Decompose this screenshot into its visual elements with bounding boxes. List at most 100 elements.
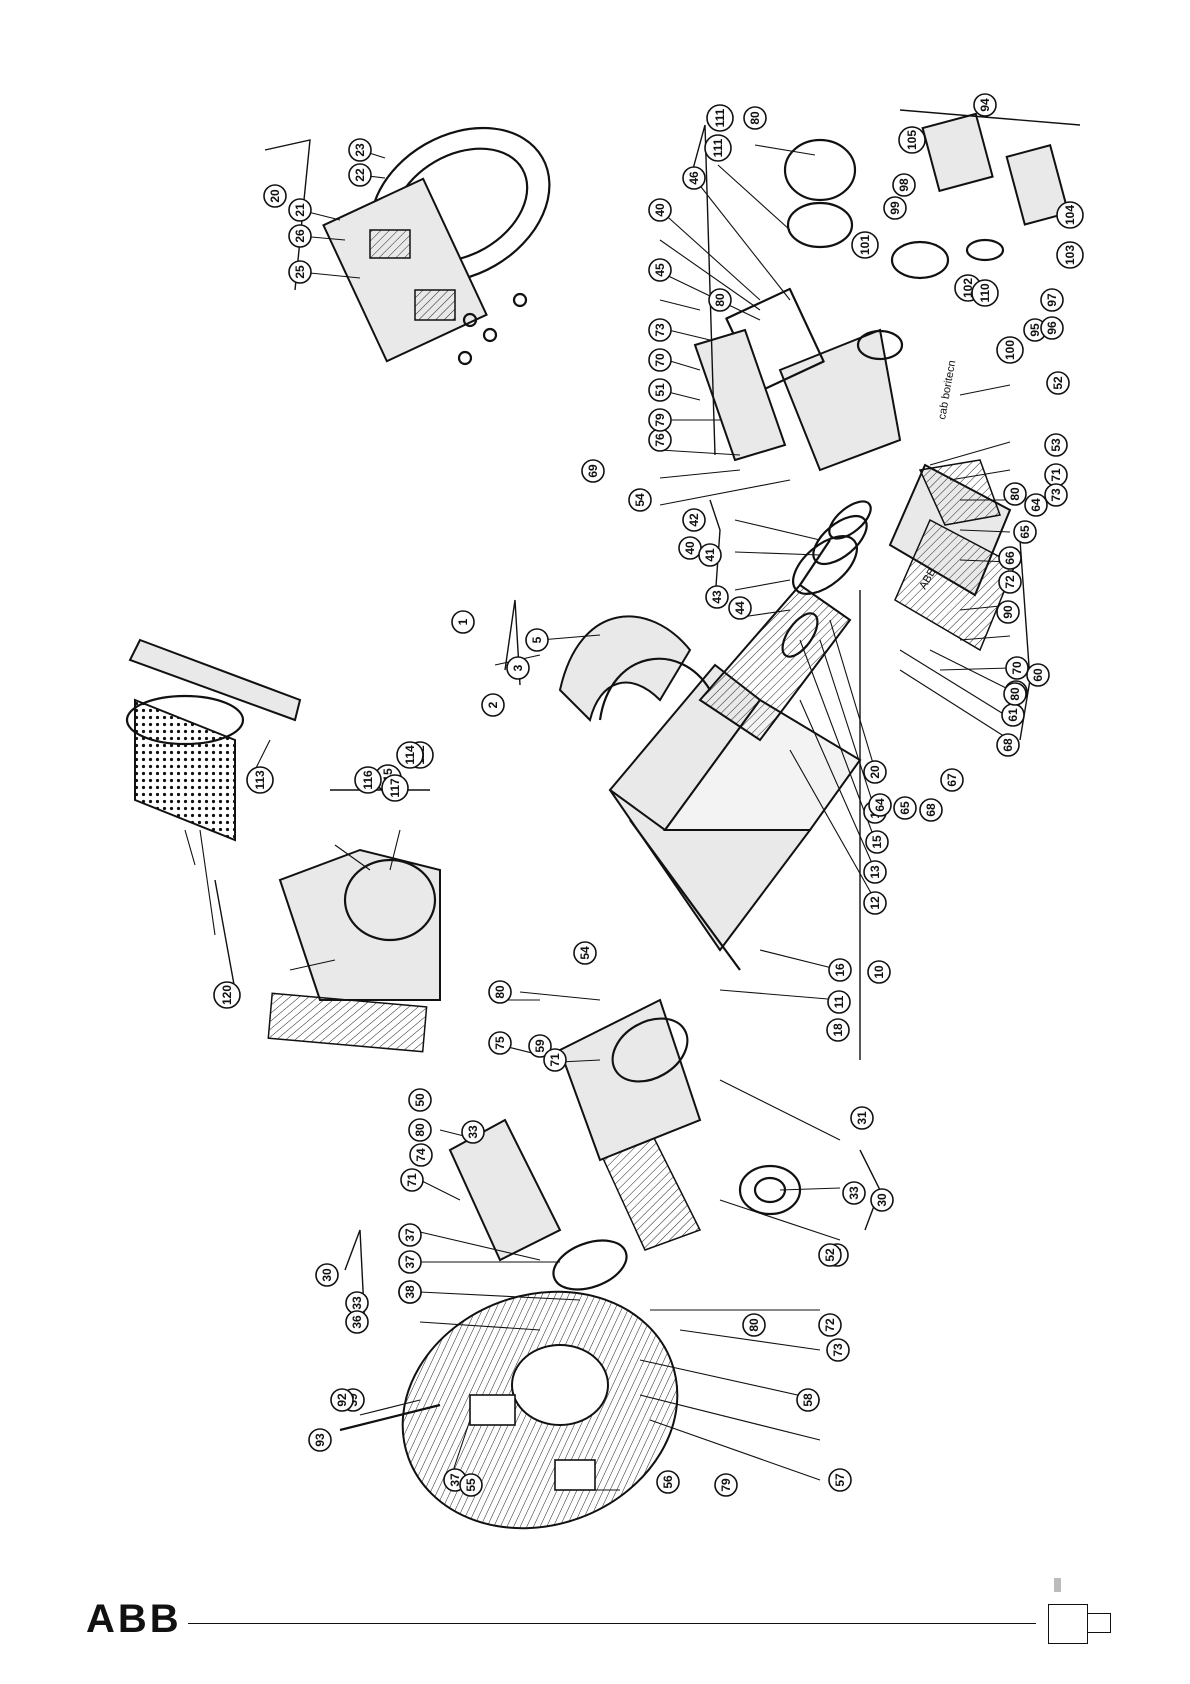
callout-number: 59: [533, 1039, 547, 1053]
callout-number: 23: [353, 143, 367, 157]
callout-circle: [796, 1388, 820, 1412]
callout-circle: [1003, 682, 1027, 706]
callout-circle: [543, 1048, 567, 1072]
callout-circle: [940, 768, 964, 792]
callout-number: 80: [413, 1123, 427, 1137]
callout-circle: [398, 1223, 422, 1247]
callout-number: 68: [1001, 738, 1015, 752]
callout-100: 100: [996, 336, 1024, 364]
callout-circle: [1024, 493, 1048, 517]
callout-circle: [400, 1168, 424, 1192]
callout-120: 120: [213, 981, 241, 1009]
callout-number: 20: [868, 765, 882, 779]
callout-number: 75: [493, 1036, 507, 1050]
callout-117: 117: [381, 774, 409, 802]
callout-52: 52: [1046, 371, 1070, 395]
callout-circle: [842, 1181, 866, 1205]
callout-number: 2: [486, 701, 500, 708]
callout-circle: [581, 459, 605, 483]
callout-number: 116: [361, 770, 375, 790]
callout-number: 3: [511, 664, 525, 671]
footer-rule: [188, 1623, 1036, 1624]
callout-circle: [308, 1428, 332, 1452]
callout-circle: [330, 1388, 354, 1412]
callout-circle: [1056, 241, 1084, 269]
callout-65: 65: [1013, 520, 1037, 544]
callout-2: 2: [481, 693, 505, 717]
callout-circle: [648, 408, 672, 432]
callout-number: 101: [858, 235, 872, 255]
callout-80: 80: [742, 1313, 766, 1337]
callout-circle: [481, 693, 505, 717]
callout-105: 105: [898, 126, 926, 154]
callout-number: 99: [888, 201, 902, 215]
callout-circle: [867, 960, 891, 984]
callout-18: 18: [826, 1018, 850, 1042]
callout-circle: [461, 1120, 485, 1144]
callout-circle: [409, 1143, 433, 1167]
callout-80: 80: [408, 1118, 432, 1142]
callout-number: 55: [464, 1478, 478, 1492]
callout-number: 80: [747, 1318, 761, 1332]
callout-71: 71: [400, 1168, 424, 1192]
callout-circle: [1046, 371, 1070, 395]
callout-66: 66: [998, 546, 1022, 570]
callout-number: 66: [1003, 551, 1017, 565]
callout-90: 90: [996, 600, 1020, 624]
callout-79: 79: [714, 1473, 738, 1497]
leader-lines: [184, 144, 1011, 1491]
callout-number: 79: [653, 413, 667, 427]
callout-number: 73: [653, 323, 667, 337]
callout-69: 69: [581, 459, 605, 483]
callout-circle: [1040, 288, 1064, 312]
casting-text: cab boritecn: [936, 359, 958, 420]
callout-23: 23: [348, 138, 372, 162]
callout-65: 65: [893, 796, 917, 820]
callout-circle: [682, 166, 706, 190]
callout-circle: [826, 1338, 850, 1362]
callout-number: 61: [1006, 708, 1020, 722]
callout-number: 111: [713, 108, 727, 127]
callout-73: 73: [648, 318, 672, 342]
callout-10: 10: [867, 960, 891, 984]
callout-number: 117: [388, 778, 402, 798]
callout-circle: [528, 1034, 552, 1058]
callout-number: 54: [578, 946, 592, 960]
callout-15: 15: [865, 830, 889, 854]
callout-circle: [488, 1031, 512, 1055]
air-filter: [125, 638, 302, 842]
callout-number: 80: [748, 111, 762, 125]
callout-33: 33: [461, 1120, 485, 1144]
callout-20: 20: [263, 184, 287, 208]
callout-number: 96: [1045, 321, 1059, 335]
group-115-line: [214, 879, 236, 991]
callout-number: 94: [978, 98, 992, 112]
callout-circle: [826, 1018, 850, 1042]
callout-circle: [865, 830, 889, 854]
callout-number: 33: [847, 1186, 861, 1200]
callout-1: 1: [451, 610, 475, 634]
callout-110: 110: [971, 279, 999, 307]
callout-99: 99: [883, 196, 907, 220]
callout-circle: [1013, 520, 1037, 544]
callout-number: 40: [653, 203, 667, 217]
callout-94: 94: [973, 93, 997, 117]
callout-number: 79: [719, 1478, 733, 1492]
callout-number: 33: [350, 1296, 364, 1310]
page-marker: [1054, 1578, 1061, 1592]
callout-number: 80: [1008, 687, 1022, 701]
callout-number: 41: [703, 548, 717, 562]
callout-76: 76: [648, 428, 672, 452]
callout-number: 10: [872, 965, 886, 979]
callout-80: 80: [1003, 682, 1027, 706]
callout-number: 93: [313, 1433, 327, 1447]
callout-number: 103: [1063, 245, 1077, 265]
callout-circle: [728, 596, 752, 620]
callout-68: 68: [919, 798, 943, 822]
callout-40: 40: [648, 198, 672, 222]
callout-circle: [628, 488, 652, 512]
callout-circle: [1003, 482, 1027, 506]
callout-30: 30: [315, 1263, 339, 1287]
callout-circle: [708, 288, 732, 312]
callout-number: 45: [653, 263, 667, 277]
